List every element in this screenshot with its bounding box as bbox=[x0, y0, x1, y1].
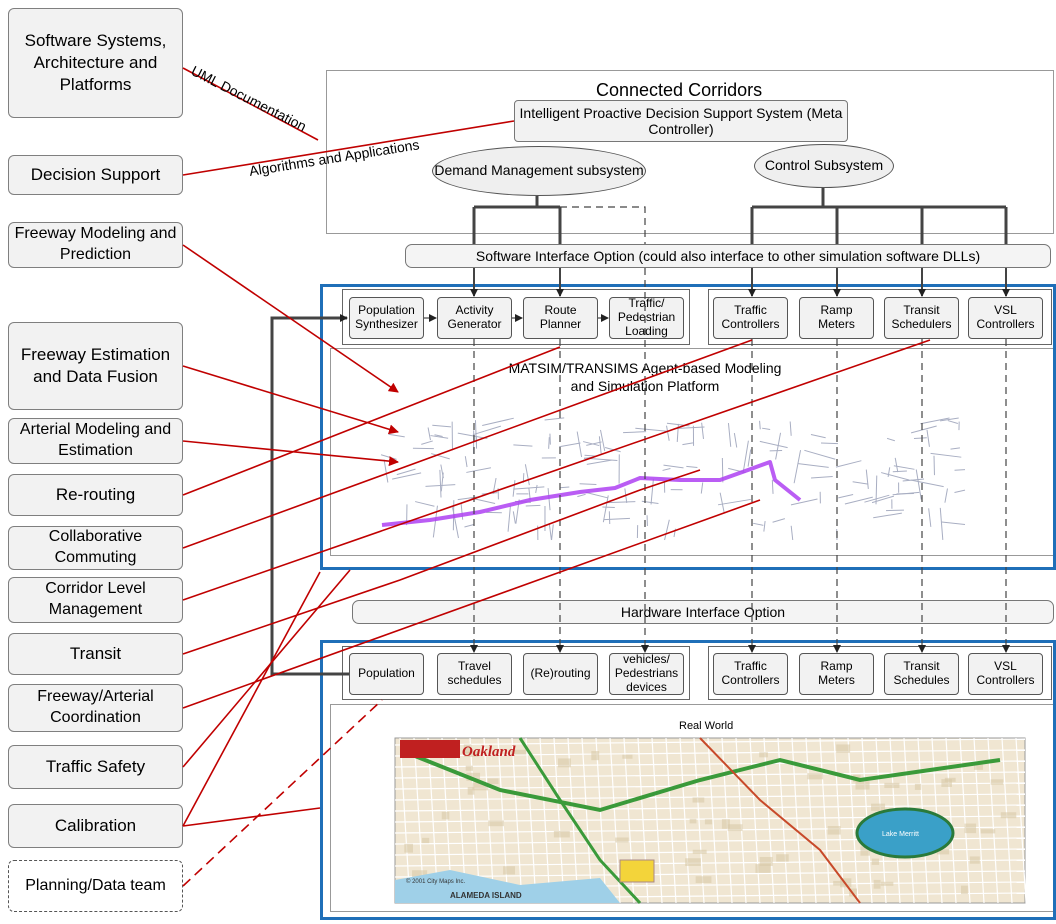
map-label-alameda: ALAMEDA ISLAND bbox=[450, 891, 522, 900]
traffic-pedestrian-loading: Traffic/ Pedestrian Loading bbox=[609, 296, 684, 339]
simulation-network-map bbox=[380, 417, 966, 541]
sim-transit-schedulers: Transit Schedulers bbox=[884, 297, 959, 339]
item-label: vehicles/ Pedestrians devices bbox=[614, 652, 679, 694]
real-rerouting: (Re)routing bbox=[523, 653, 598, 695]
hardware-interface-option: Hardware Interface Option bbox=[352, 600, 1054, 624]
box-transit: Transit bbox=[8, 633, 183, 675]
item-label: Population bbox=[358, 666, 415, 681]
software-interface-option: Software Interface Option (could also in… bbox=[405, 244, 1051, 268]
box-rerouting: Re-routing bbox=[8, 474, 183, 516]
item-label: Activity Generator bbox=[447, 303, 502, 331]
meta-controller-label: Intelligent Proactive Decision Support S… bbox=[519, 104, 843, 137]
box-label: Arterial Modeling and Estimation bbox=[19, 421, 172, 459]
real-world-boundary bbox=[320, 640, 1056, 920]
item-label: Traffic Controllers bbox=[721, 303, 780, 331]
item-label: Traffic Controllers bbox=[721, 659, 780, 687]
control-label: Control Subsystem bbox=[764, 157, 884, 174]
population-synthesizer: Population Synthesizer bbox=[349, 297, 424, 339]
map-label-lake: Lake Merritt bbox=[882, 831, 919, 838]
connected-corridors-title: Connected Corridors bbox=[596, 80, 763, 100]
sim-traffic-controllers: Traffic Controllers bbox=[713, 297, 788, 339]
algorithms-applications-label: Algorithms and Applications bbox=[248, 136, 420, 179]
box-label: Decision Support bbox=[30, 164, 161, 184]
real-travel-schedules: Travel schedules bbox=[437, 653, 512, 695]
box-arterial-modeling: Arterial Modeling and Estimation bbox=[8, 418, 183, 464]
item-label: Travel schedules bbox=[447, 659, 502, 687]
meta-controller-box: Intelligent Proactive Decision Support S… bbox=[514, 100, 848, 142]
real-vehicles-pedestrians: vehicles/ Pedestrians devices bbox=[609, 652, 684, 695]
simulation-boundary bbox=[320, 284, 1056, 570]
box-label: Transit bbox=[69, 643, 122, 663]
item-label: Ramp Meters bbox=[818, 659, 855, 687]
box-freeway-modeling: Freeway Modeling and Prediction bbox=[8, 222, 183, 268]
activity-generator: Activity Generator bbox=[437, 297, 512, 339]
real-population: Population bbox=[349, 653, 424, 695]
item-label: VSL Controllers bbox=[976, 659, 1035, 687]
demand-management-ellipse: Demand Management subsystem bbox=[432, 146, 646, 196]
box-freeway-arterial-coordination: Freeway/Arterial Coordination bbox=[8, 684, 183, 732]
map-label-oakland: Oakland bbox=[462, 744, 516, 760]
real-vsl-controllers: VSL Controllers bbox=[968, 653, 1043, 695]
real-world-street-map bbox=[394, 737, 1027, 905]
lake-merritt-shape bbox=[855, 807, 955, 859]
map-label-copyright: © 2001 City Maps Inc. bbox=[406, 878, 465, 885]
item-label: Traffic/ Pedestrian Loading bbox=[617, 296, 676, 338]
box-planning-data-team: Planning/Data team bbox=[8, 860, 183, 912]
box-label: Freeway Estimation and Data Fusion bbox=[20, 344, 171, 386]
item-label: Transit Schedulers bbox=[891, 303, 952, 331]
item-label: (Re)routing bbox=[530, 666, 591, 681]
box-label: Freeway/Arterial Coordination bbox=[37, 688, 154, 726]
real-transit-schedules: Transit Schedules bbox=[884, 653, 959, 695]
simulation-platform-frame bbox=[330, 348, 1054, 556]
box-decision-support: Decision Support bbox=[8, 155, 183, 195]
real-world-title: Real World bbox=[679, 720, 734, 732]
simulated-route-line bbox=[381, 460, 802, 527]
uml-documentation-label: UML Documentation bbox=[189, 62, 310, 134]
box-label: Collaborative Commuting bbox=[48, 528, 143, 566]
box-corridor-management: Corridor Level Management bbox=[8, 577, 183, 623]
box-freeway-estimation: Freeway Estimation and Data Fusion bbox=[8, 322, 183, 410]
item-label: Population Synthesizer bbox=[355, 303, 418, 331]
sim-vsl-controllers: VSL Controllers bbox=[968, 297, 1043, 339]
control-subsystem-ellipse: Control Subsystem bbox=[754, 144, 894, 188]
box-label: Corridor Level Management bbox=[45, 580, 146, 618]
box-calibration: Calibration bbox=[8, 804, 183, 848]
item-label: Ramp Meters bbox=[818, 303, 855, 331]
box-label: Freeway Modeling and Prediction bbox=[14, 225, 177, 263]
item-label: Route Planner bbox=[539, 303, 582, 331]
real-traffic-controllers: Traffic Controllers bbox=[713, 653, 788, 695]
sim-ramp-meters: Ramp Meters bbox=[799, 297, 874, 339]
box-label: Calibration bbox=[54, 815, 137, 835]
box-software-systems: Software Systems, Architecture and Platf… bbox=[8, 8, 183, 118]
item-label: VSL Controllers bbox=[976, 303, 1035, 331]
real-ramp-meters: Ramp Meters bbox=[799, 653, 874, 695]
box-label: Planning/Data team bbox=[25, 876, 166, 894]
box-label: Traffic Safety bbox=[45, 756, 146, 776]
box-collaborative-commuting: Collaborative Commuting bbox=[8, 526, 183, 570]
route-planner: Route Planner bbox=[523, 297, 598, 339]
software-interface-label: Software Interface Option (could also in… bbox=[475, 248, 981, 264]
box-traffic-safety: Traffic Safety bbox=[8, 745, 183, 789]
box-label: Software Systems, Architecture and Platf… bbox=[24, 30, 167, 95]
hardware-interface-label: Hardware Interface Option bbox=[620, 604, 786, 620]
demand-label: Demand Management subsystem bbox=[434, 162, 644, 179]
item-label: Transit Schedules bbox=[893, 659, 950, 687]
box-label: Re-routing bbox=[55, 484, 136, 504]
